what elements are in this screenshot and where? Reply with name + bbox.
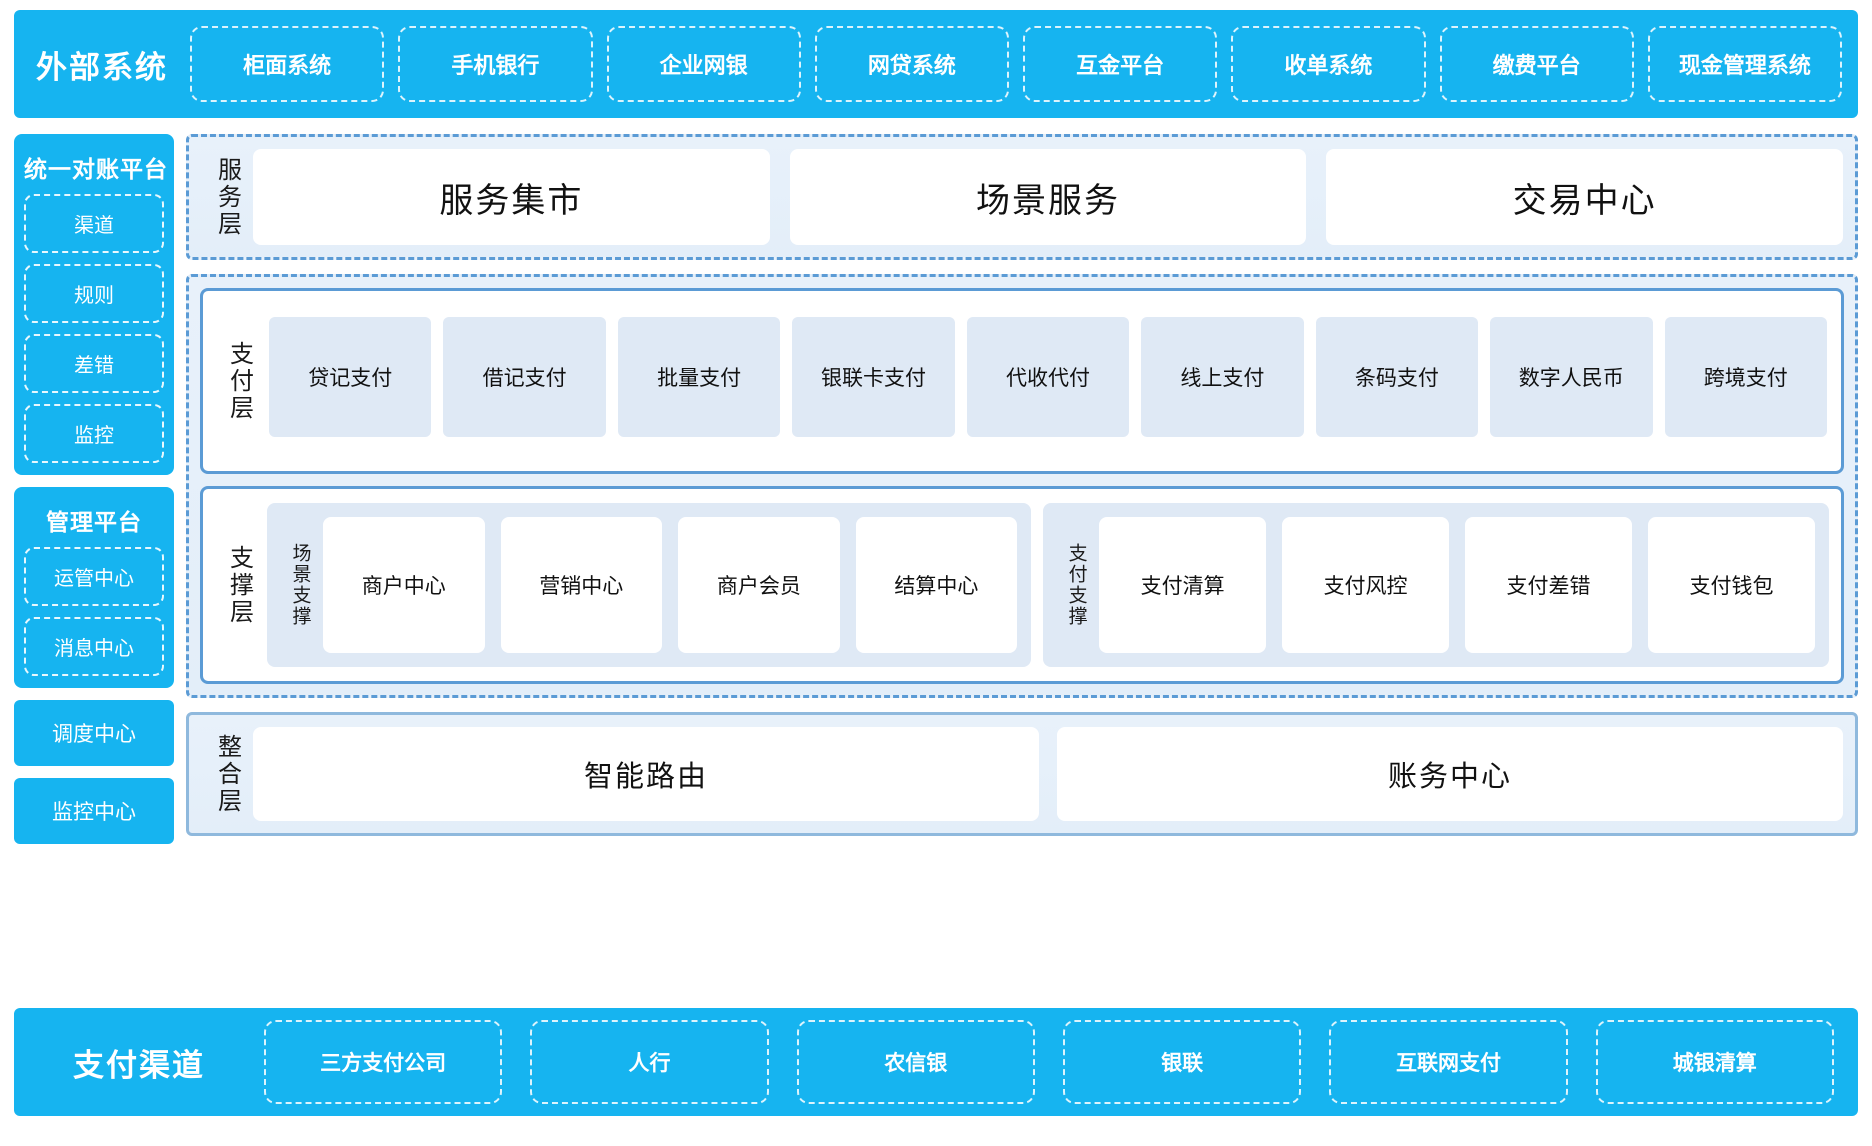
payment-tile-credit[interactable]: 贷记支付 (269, 317, 432, 437)
middle-zone: 统一对账平台 渠道 规则 差错 监控 管理平台 运管中心 消息中心 调度中心 监… (14, 134, 1858, 996)
support-tile-payment-error[interactable]: 支付差错 (1465, 517, 1633, 653)
payment-channel-chip[interactable]: 城银清算 (1595, 1020, 1834, 1104)
payment-tile-online[interactable]: 线上支付 (1141, 317, 1304, 437)
external-systems-title: 外部系统 (36, 49, 168, 85)
external-system-chip[interactable]: 互金平台 (1023, 26, 1218, 102)
support-tile-payment-clearing[interactable]: 支付清算 (1099, 517, 1267, 653)
integration-layer-cards: 智能路由 账务中心 (253, 727, 1843, 821)
external-system-chip[interactable]: 手机银行 (398, 26, 593, 102)
payment-channel-chip[interactable]: 银联 (1062, 1020, 1302, 1104)
management-platform-group: 管理平台 运管中心 消息中心 (14, 487, 174, 688)
management-item-ops-center[interactable]: 运管中心 (24, 547, 164, 606)
recon-item-channel[interactable]: 渠道 (24, 194, 164, 253)
integration-layer-label: 整合层 (213, 733, 241, 815)
external-systems-bar: 外部系统 柜面系统 手机银行 企业网银 网贷系统 互金平台 收单系统 缴费平台 … (14, 10, 1858, 118)
support-tile-payment-wallet[interactable]: 支付钱包 (1648, 517, 1815, 653)
rail-item-monitor-center[interactable]: 监控中心 (14, 778, 174, 844)
payment-tile-collection-payment[interactable]: 代收代付 (966, 317, 1130, 437)
payment-tile-unionpay-card[interactable]: 银联卡支付 (792, 317, 955, 437)
rail-spacer (14, 856, 174, 996)
service-layer-cards: 服务集市 场景服务 交易中心 (253, 149, 1844, 245)
support-tile-merchant-member[interactable]: 商户会员 (678, 517, 840, 653)
payment-tile-batch[interactable]: 批量支付 (617, 317, 781, 437)
payment-layer-tiles: 贷记支付 借记支付 批量支付 银联卡支付 代收代付 线上支付 条码支付 数字人民… (265, 301, 1831, 461)
payment-support-label: 支付支撑 (1065, 543, 1087, 627)
payment-channel-chip[interactable]: 人行 (530, 1020, 769, 1104)
payment-tile-cross-border[interactable]: 跨境支付 (1664, 317, 1827, 437)
service-layer-band: 服务层 服务集市 场景服务 交易中心 (186, 134, 1858, 260)
payment-layer-label: 支付层 (225, 340, 253, 422)
service-card-scenario[interactable]: 场景服务 (789, 149, 1307, 245)
support-tile-merchant-center[interactable]: 商户中心 (323, 517, 485, 653)
payment-tile-debit[interactable]: 借记支付 (443, 317, 606, 437)
layer-stack: 服务层 服务集市 场景服务 交易中心 支付层 贷记支付 借记支付 批量支付 银联… (186, 134, 1858, 996)
payment-layer-box: 支付层 贷记支付 借记支付 批量支付 银联卡支付 代收代付 线上支付 条码支付 … (200, 288, 1844, 474)
core-band: 支付层 贷记支付 借记支付 批量支付 银联卡支付 代收代付 线上支付 条码支付 … (186, 274, 1858, 698)
payment-channel-chip[interactable]: 三方支付公司 (264, 1020, 503, 1104)
payment-channels-title: 支付渠道 (73, 1047, 205, 1083)
support-layer-box: 支撑层 场景支撑 商户中心 营销中心 商户会员 结算中心 (200, 486, 1844, 684)
payment-channels-bar: 支付渠道 三方支付公司 人行 农信银 银联 互联网支付 城银清算 (14, 1008, 1858, 1116)
recon-item-error[interactable]: 差错 (24, 334, 164, 393)
service-layer-label: 服务层 (213, 156, 241, 238)
left-rail: 统一对账平台 渠道 规则 差错 监控 管理平台 运管中心 消息中心 调度中心 监… (14, 134, 174, 996)
payment-channel-chip[interactable]: 农信银 (796, 1020, 1035, 1104)
payment-channel-chip[interactable]: 互联网支付 (1329, 1020, 1568, 1104)
scenario-support-label: 场景支撑 (289, 543, 311, 627)
external-system-chip[interactable]: 缴费平台 (1439, 26, 1634, 102)
support-tile-settlement-center[interactable]: 结算中心 (855, 517, 1018, 653)
recon-item-rule[interactable]: 规则 (24, 264, 164, 323)
management-item-message-center[interactable]: 消息中心 (24, 617, 164, 676)
management-platform-title: 管理平台 (46, 509, 142, 535)
external-system-chip[interactable]: 网贷系统 (814, 26, 1009, 102)
recon-platform-group: 统一对账平台 渠道 规则 差错 监控 (14, 134, 174, 475)
payment-support-tiles: 支付清算 支付风控 支付差错 支付钱包 (1097, 513, 1817, 657)
support-tile-payment-risk[interactable]: 支付风控 (1282, 517, 1450, 653)
support-group-scenario: 场景支撑 商户中心 营销中心 商户会员 结算中心 (267, 503, 1032, 667)
payment-channels-chip-list: 三方支付公司 人行 农信银 银联 互联网支付 城银清算 (264, 1020, 1834, 1104)
external-system-chip[interactable]: 柜面系统 (190, 26, 385, 102)
support-tile-marketing-center[interactable]: 营销中心 (500, 517, 663, 653)
recon-item-monitor[interactable]: 监控 (24, 404, 164, 463)
service-card-transaction[interactable]: 交易中心 (1326, 149, 1844, 245)
integration-card-accounting-center[interactable]: 账务中心 (1057, 727, 1843, 821)
scenario-support-tiles: 商户中心 营销中心 商户会员 结算中心 (321, 513, 1019, 657)
integration-layer-band: 整合层 智能路由 账务中心 (186, 712, 1858, 836)
rail-item-dispatch-center[interactable]: 调度中心 (14, 700, 174, 766)
external-system-chip[interactable]: 现金管理系统 (1647, 26, 1842, 102)
recon-platform-title: 统一对账平台 (24, 156, 168, 182)
support-layer-groups: 场景支撑 商户中心 营销中心 商户会员 结算中心 支付支撑 支付清算 (265, 499, 1831, 671)
external-systems-chip-list: 柜面系统 手机银行 企业网银 网贷系统 互金平台 收单系统 缴费平台 现金管理系… (190, 26, 1842, 102)
external-system-chip[interactable]: 收单系统 (1231, 26, 1426, 102)
support-layer-label: 支撑层 (225, 544, 253, 626)
service-card-market[interactable]: 服务集市 (253, 149, 770, 245)
payment-tile-barcode[interactable]: 条码支付 (1315, 317, 1479, 437)
support-group-payment: 支付支撑 支付清算 支付风控 支付差错 支付钱包 (1043, 503, 1829, 667)
payment-tile-digital-rmb[interactable]: 数字人民币 (1490, 317, 1653, 437)
external-system-chip[interactable]: 企业网银 (606, 26, 801, 102)
integration-card-smart-routing[interactable]: 智能路由 (253, 727, 1039, 821)
